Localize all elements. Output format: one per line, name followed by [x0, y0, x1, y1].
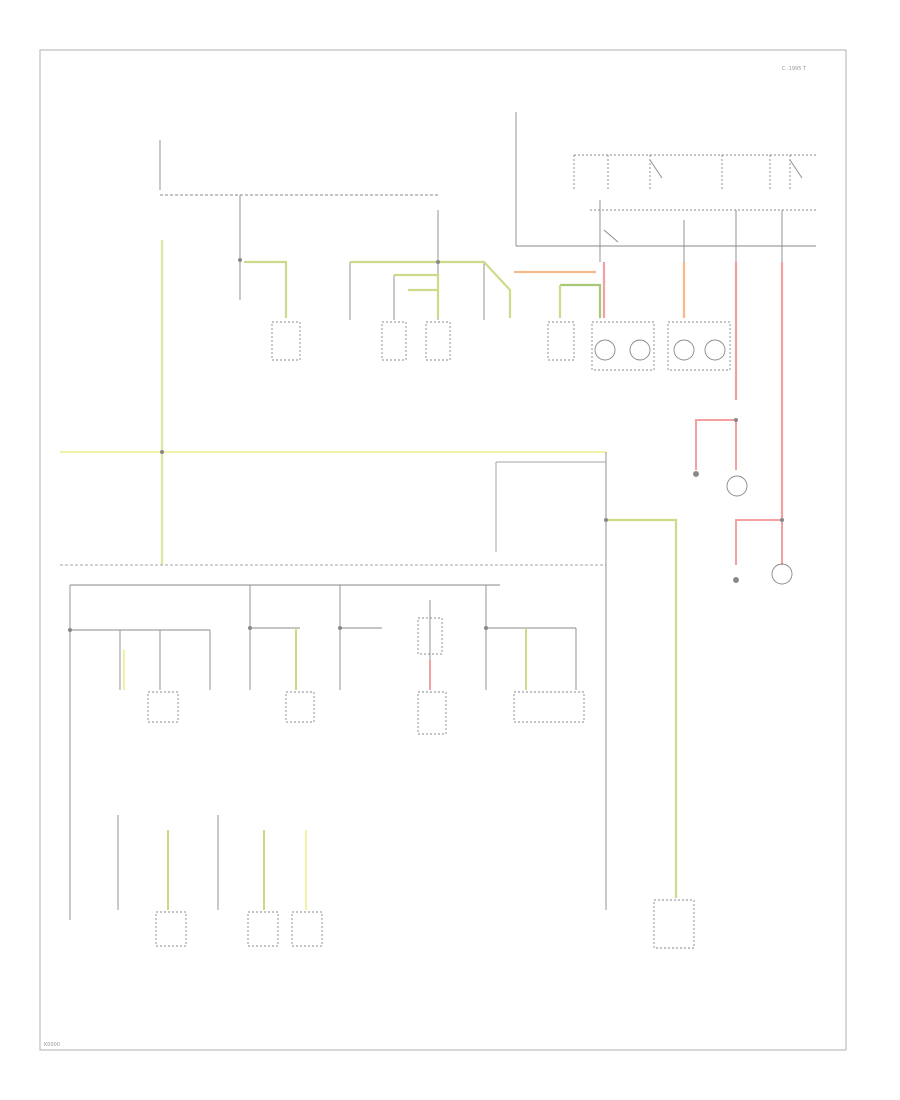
- components-row-1: [271, 321, 731, 371]
- top-left-bus: [159, 140, 485, 320]
- page-ref-label: C. 1995 T: [782, 66, 807, 72]
- bottom-row: [117, 815, 695, 949]
- colored-wires-top: [244, 260, 784, 520]
- footer-code-label: K0000: [44, 1042, 60, 1048]
- right-lamps: [693, 471, 793, 585]
- components-row-2: [147, 691, 585, 735]
- lower-colored-wires: [123, 628, 527, 910]
- headlight-relay-box: [515, 112, 816, 262]
- lower-bus: [69, 584, 577, 920]
- main-feed: [60, 240, 678, 910]
- junction-dots: [68, 258, 784, 632]
- right-red-network: [695, 419, 783, 565]
- diagram-frame: [39, 49, 847, 1051]
